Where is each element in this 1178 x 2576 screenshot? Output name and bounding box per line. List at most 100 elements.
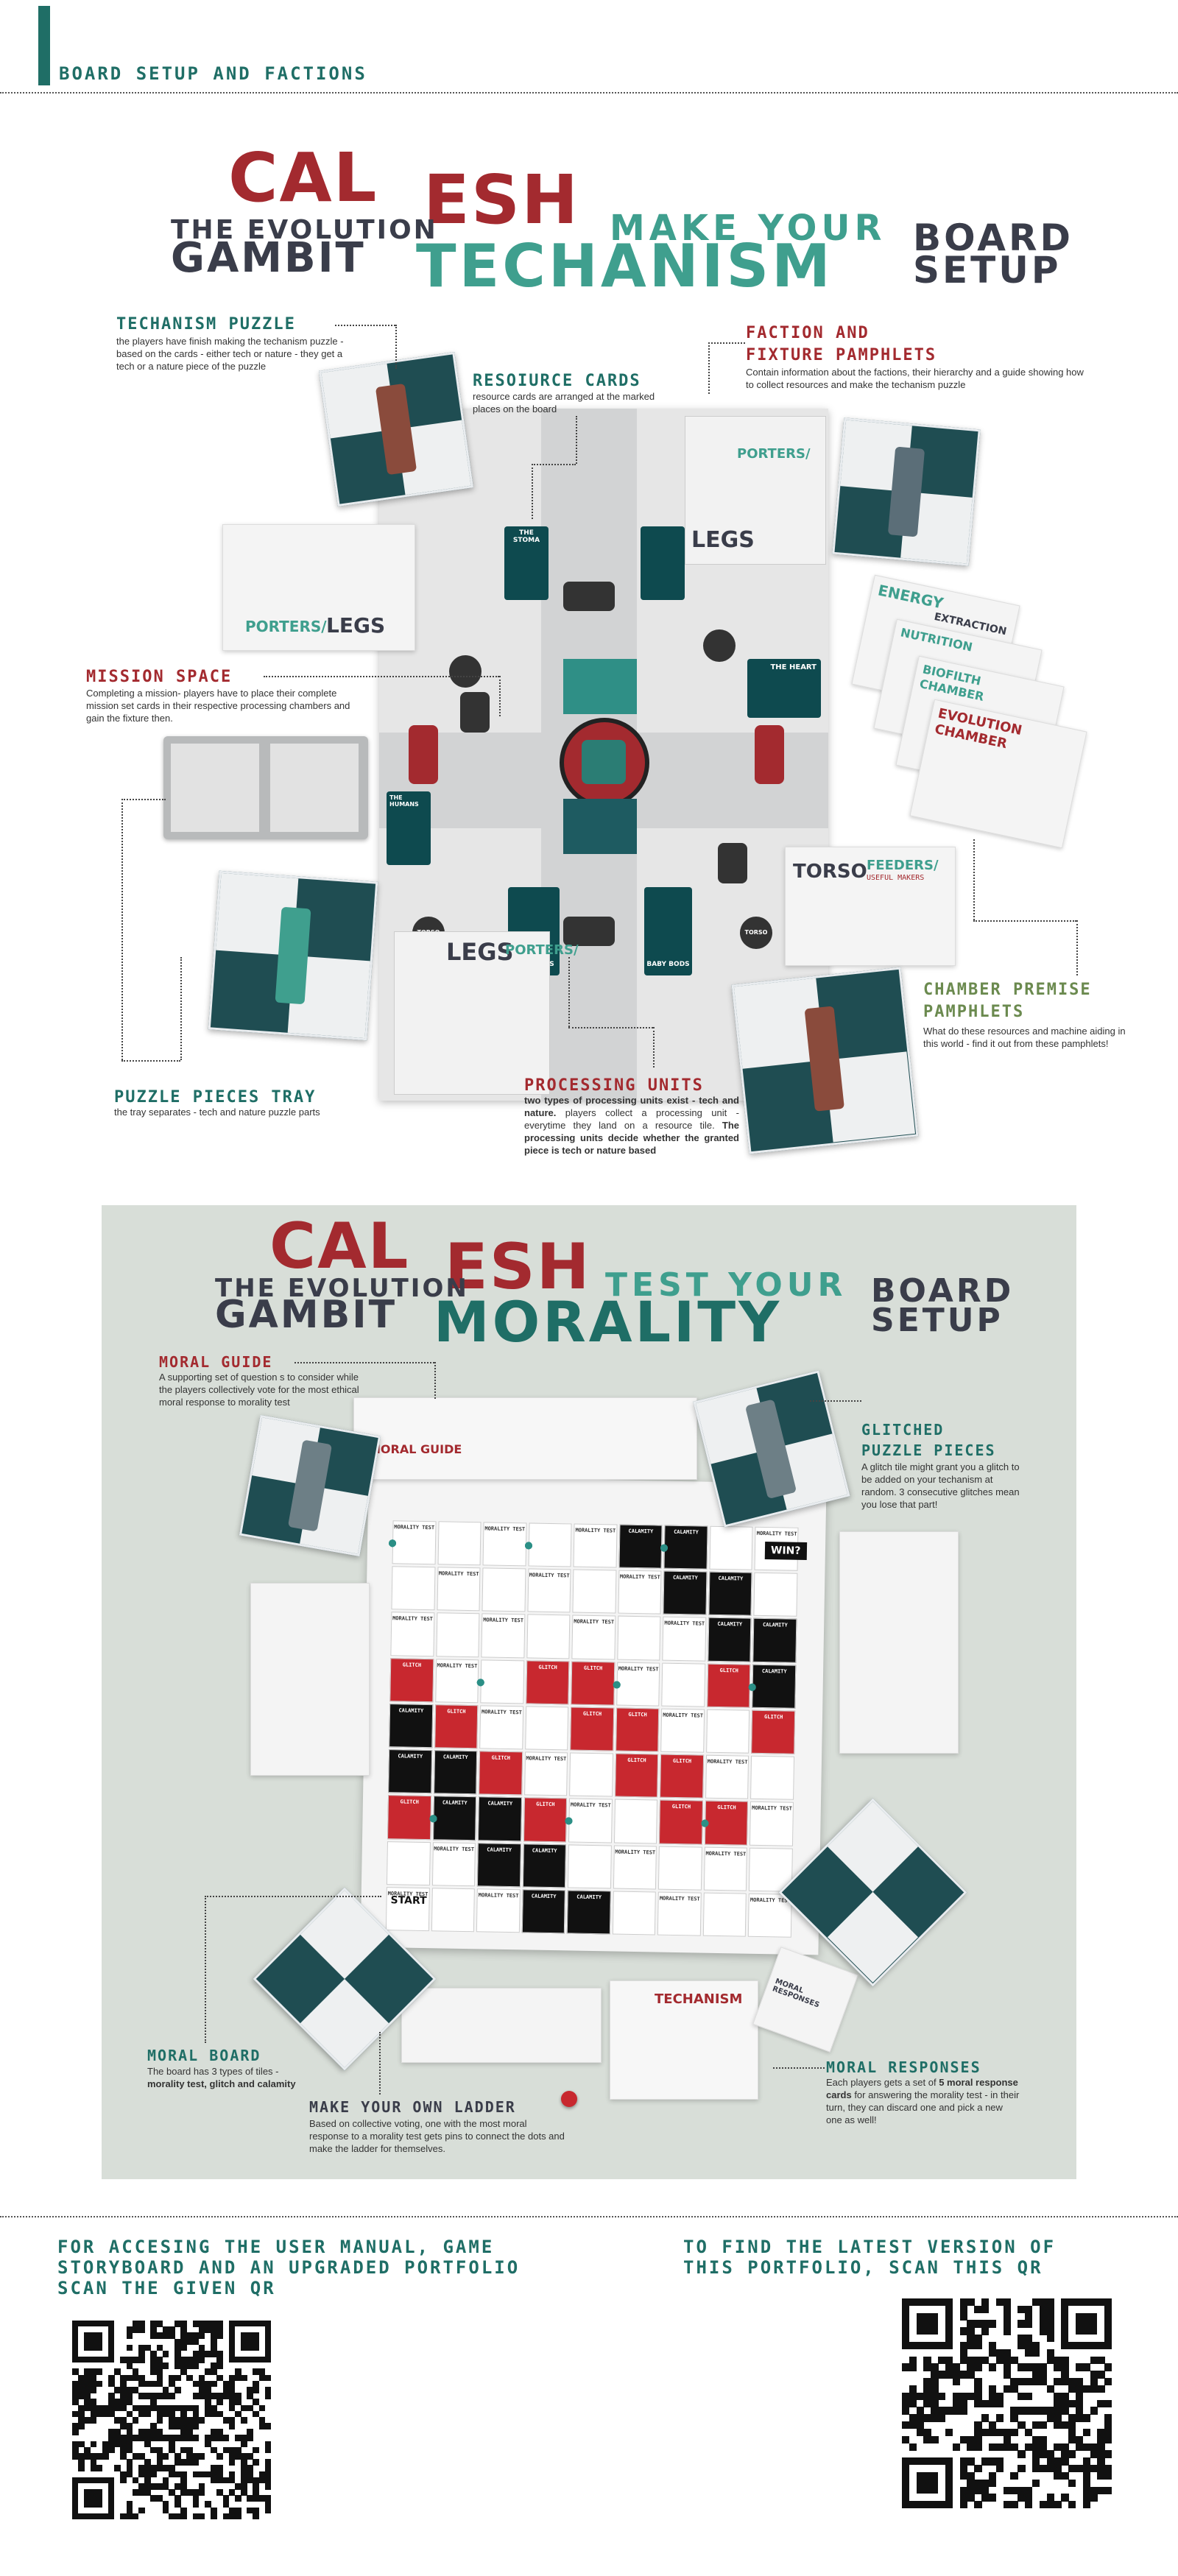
qr-module [72,2441,79,2448]
qr-module [144,2344,151,2351]
qr-module [156,2357,163,2363]
qr-module [144,2429,151,2435]
qr-module [952,2407,961,2415]
qr-module [72,2453,79,2460]
board-tile: MORALITY TEST [618,1570,662,1615]
qr-module [84,2374,91,2382]
qr-module [1068,2399,1076,2407]
board-tile [706,1709,750,1754]
qr-module [264,2393,272,2399]
label-moral-guide: MORAL GUIDE [159,1353,273,1371]
qr-module [186,2338,194,2346]
qr-module [1039,2363,1048,2371]
qr-module [211,2332,217,2340]
qr-finder [916,2471,939,2494]
qr-module [108,2380,115,2388]
qr-module [126,2399,133,2406]
qr-module [241,2453,247,2460]
board-tile: GLITCH [523,1797,568,1842]
qr-module [120,2357,127,2363]
qr-module [150,2357,158,2363]
qr-module [174,2483,181,2490]
moral-guide-right-stack [839,1531,959,1754]
qr-module [126,2332,133,2340]
qr-module [959,2305,967,2314]
board-tile [437,1521,482,1566]
qr-module [228,2423,236,2429]
qr-module [1075,2385,1084,2393]
processing-chip [703,629,736,662]
qr-module [1025,2501,1033,2509]
board-tile: GLITCH [704,1800,749,1846]
qr-module [78,2416,85,2424]
qr-module [72,2446,79,2454]
qr-module [995,2349,1004,2357]
qr-module [132,2321,139,2327]
qr-module [205,2441,211,2448]
qr-module [234,2374,241,2382]
label-glitched-1: GLITCHED [861,1421,945,1439]
qr-module [168,2404,175,2412]
connector [205,1896,206,2043]
processing-unit-tile [409,725,438,784]
qr-module [1054,2421,1062,2429]
qr-module [959,2465,967,2473]
qr-module [156,2453,163,2460]
qr-module [988,2399,997,2407]
qr-module [162,2387,169,2393]
qr-finder [241,2332,259,2351]
qr-module [211,2380,217,2388]
qr-module [1097,2399,1105,2407]
qr-module [1090,2378,1098,2386]
qr-module [959,2298,967,2307]
qr-module [902,2421,910,2429]
connector [379,2032,381,2095]
qr-module [162,2477,169,2484]
title-make-your: MAKE YOUR [610,208,886,249]
qr-module [211,2344,217,2351]
qr-code-user-manual[interactable] [72,2321,272,2520]
qr-module [211,2435,217,2442]
qr-module [132,2513,139,2520]
qr-module [144,2459,151,2466]
qr-module [222,2416,230,2424]
pamphlet-porters-label: PORTERS/ [737,446,811,462]
resource-card-baby-bods: BABY BODS [644,887,692,975]
qr-module [78,2393,85,2399]
qr-module [967,2486,975,2494]
qr-module [120,2513,127,2520]
qr-module [126,2513,133,2520]
qr-module [1025,2335,1033,2343]
board-tile: GLITCH [751,1709,796,1754]
qr-module [211,2477,217,2484]
processing-unit-tile [563,917,615,946]
qr-module [974,2465,982,2473]
qr-module [162,2332,169,2340]
qr-module [156,2410,163,2418]
board-tile: MORALITY TEST [390,1612,434,1656]
qr-module [96,2380,103,2388]
qr-module [1061,2392,1069,2401]
qr-module [974,2486,982,2494]
qr-module [150,2393,158,2399]
qr-module [258,2404,266,2412]
qr-module [1054,2356,1062,2364]
qr-module [981,2457,990,2466]
qr-module [1003,2298,1011,2307]
qr-module [1090,2385,1098,2393]
qr-module [156,2374,163,2382]
qr-module [198,2344,205,2351]
desc-glitched: A glitch tile might grant you a glitch t… [861,1461,1020,1510]
qr-module [168,2446,175,2454]
qr-module [205,2501,211,2508]
board-tile: CALAMITY [521,1889,566,1934]
footer-left-line3: SCAN THE GIVEN QR [57,2278,276,2298]
qr-module [967,2341,975,2350]
desc-moral-board-bold: morality test, glitch and calamity [147,2078,296,2089]
desc-processing-units: two types of processing units exist - te… [524,1094,739,1157]
board-tile: MORALITY TEST [481,1613,526,1659]
qr-code-latest-portfolio[interactable] [902,2298,1112,2509]
qr-module [1082,2457,1090,2466]
qr-module [114,2429,121,2435]
qr-module [1097,2428,1105,2437]
